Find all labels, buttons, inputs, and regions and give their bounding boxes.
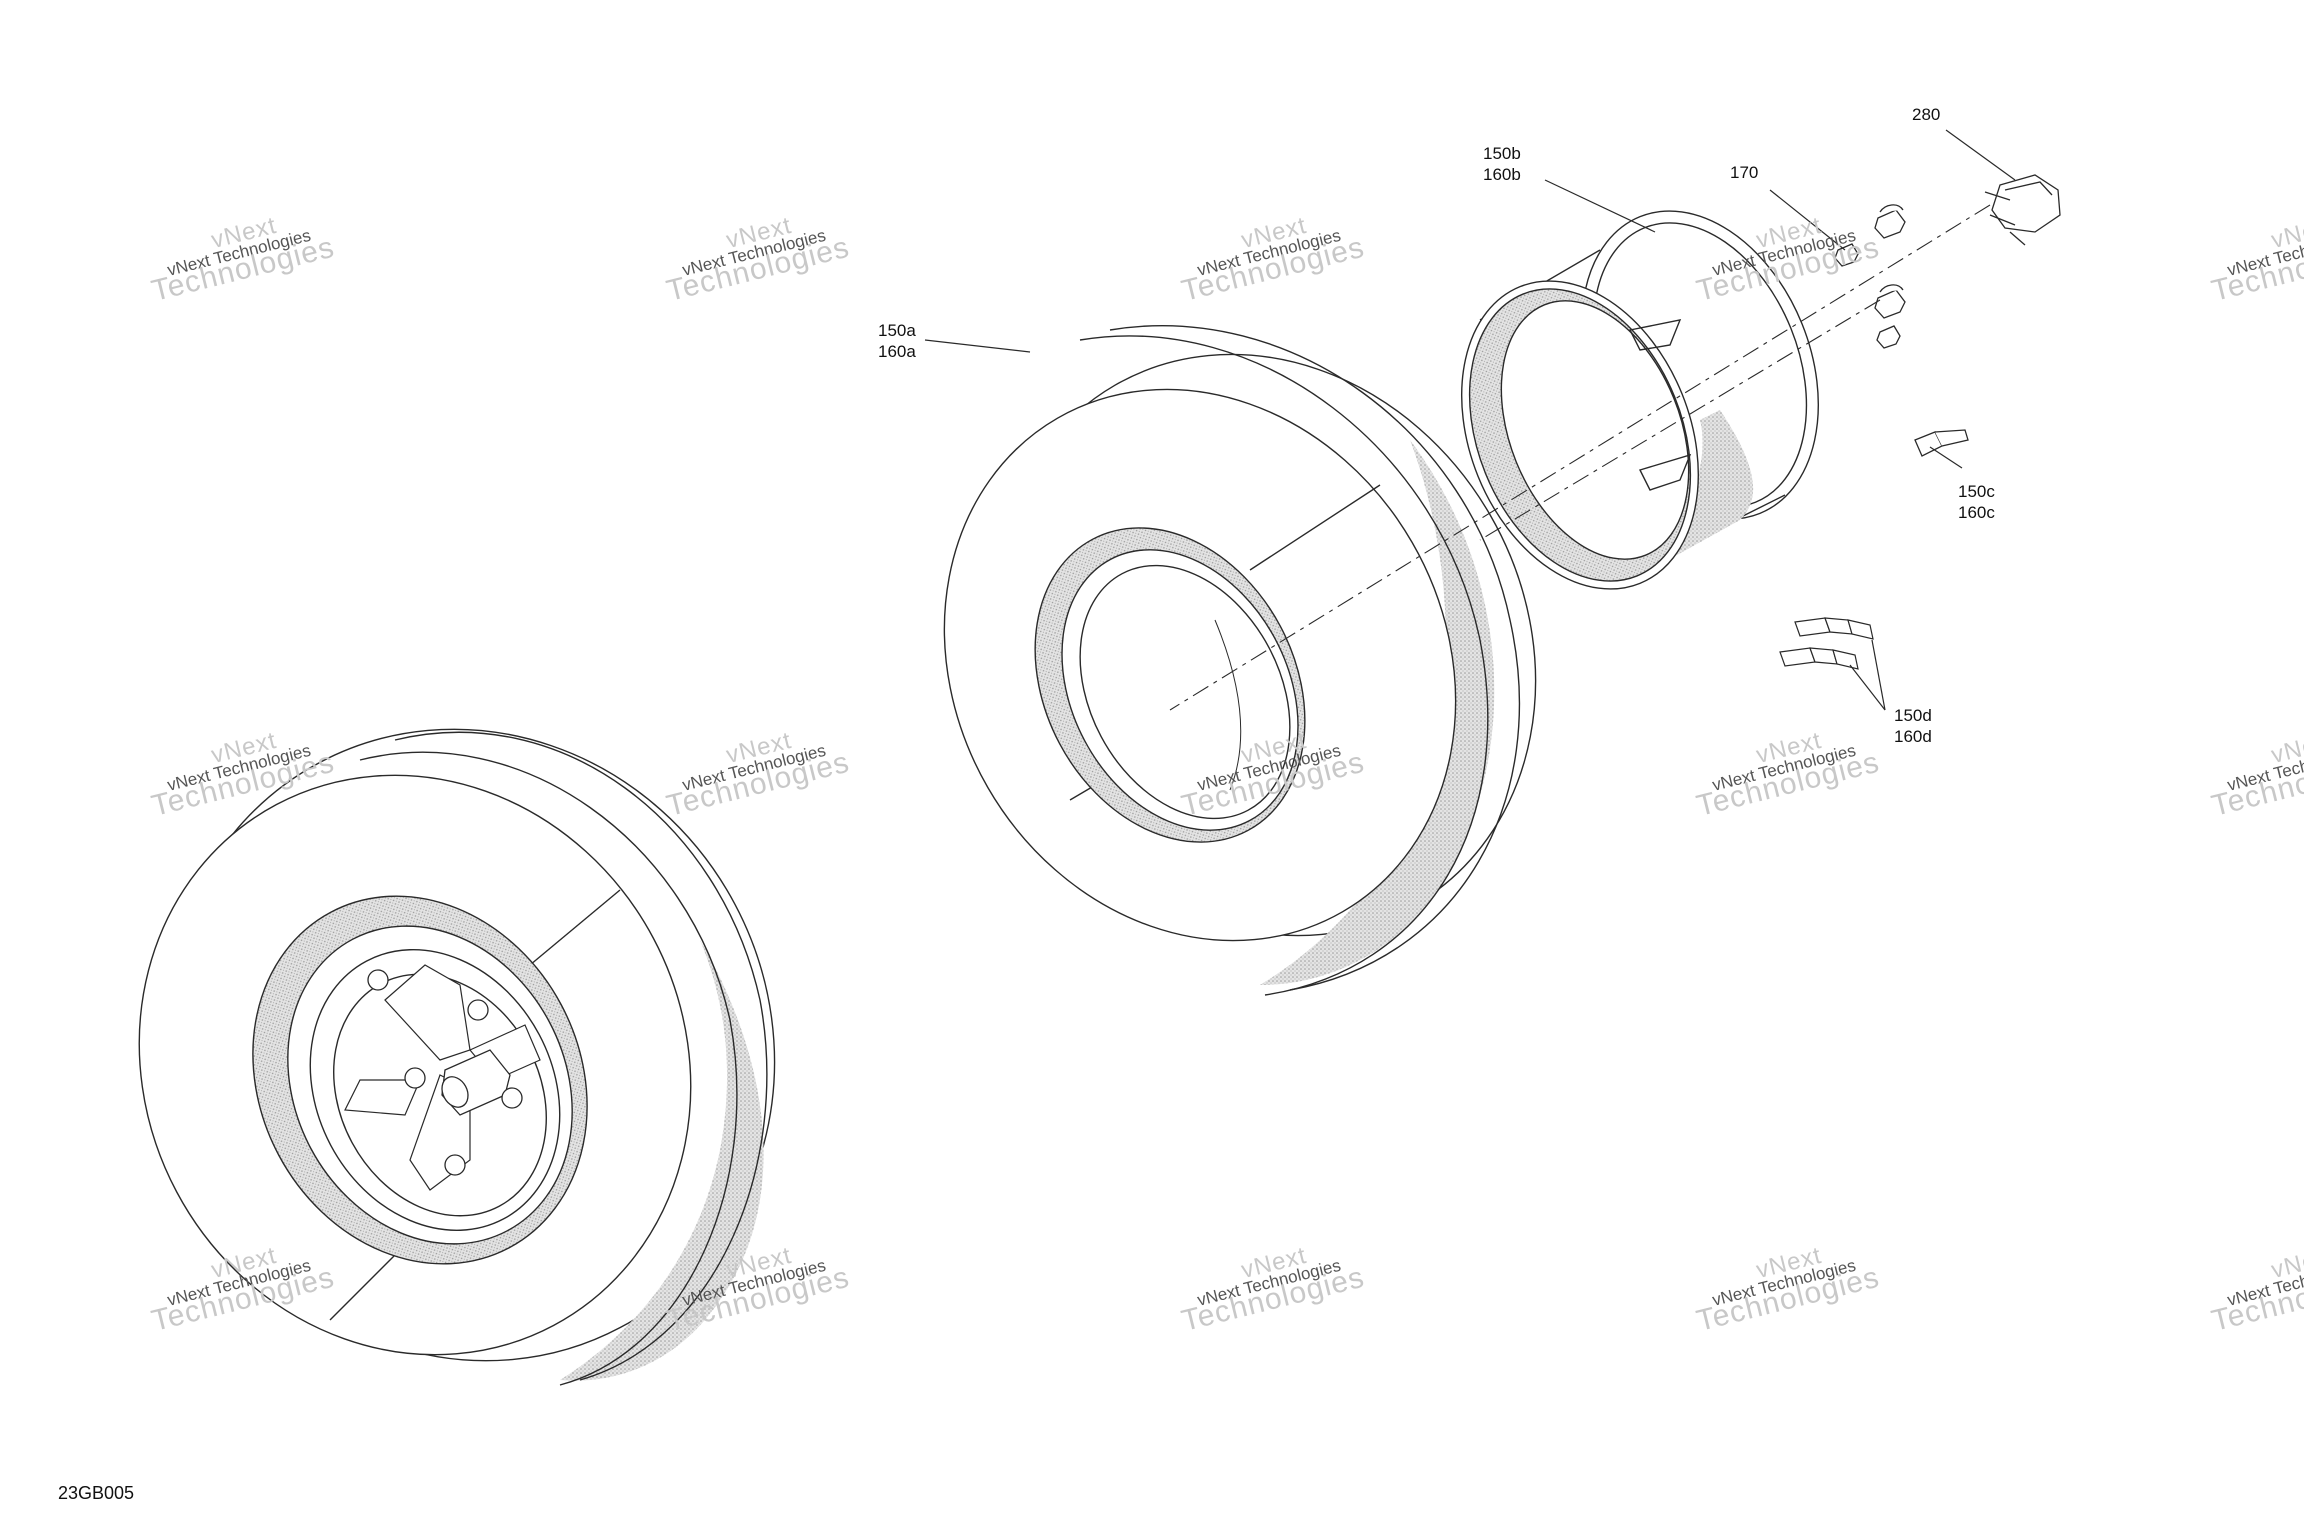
callout-150a-line1: 150a	[878, 321, 916, 340]
balance-weights	[1779, 617, 1874, 670]
leader-lines	[924, 129, 2016, 711]
callout-280-line1: 280	[1912, 105, 1941, 124]
callout-170-line1: 170	[1730, 163, 1759, 182]
callout-150c: 150c 160c	[1958, 481, 1995, 523]
callout-160c-line2: 160c	[1958, 503, 1995, 522]
callout-280: 280	[1912, 104, 1940, 125]
callout-160d-line2: 160d	[1894, 727, 1932, 746]
callout-150d-line1: 150d	[1894, 706, 1932, 725]
callout-150a: 150a 160a	[878, 320, 916, 362]
lug-nuts	[1834, 204, 1906, 349]
valve-stem	[1914, 429, 1969, 457]
callout-170: 170	[1730, 162, 1758, 183]
drawing-id: 23GB005	[58, 1483, 135, 1503]
callout-150c-line1: 150c	[1958, 482, 1995, 501]
exploded-tire	[943, 325, 1537, 996]
callout-150b: 150b 160b	[1483, 143, 1521, 185]
assembled-wheel	[138, 728, 776, 1386]
callout-160a-line2: 160a	[878, 342, 916, 361]
rim	[1461, 210, 1819, 590]
callout-160b-line2: 160b	[1483, 165, 1521, 184]
callout-150d: 150d 160d	[1894, 705, 1932, 747]
hub-cap	[1984, 174, 2061, 246]
callout-150b-line1: 150b	[1483, 144, 1521, 163]
assembly-axis	[1169, 204, 1991, 711]
